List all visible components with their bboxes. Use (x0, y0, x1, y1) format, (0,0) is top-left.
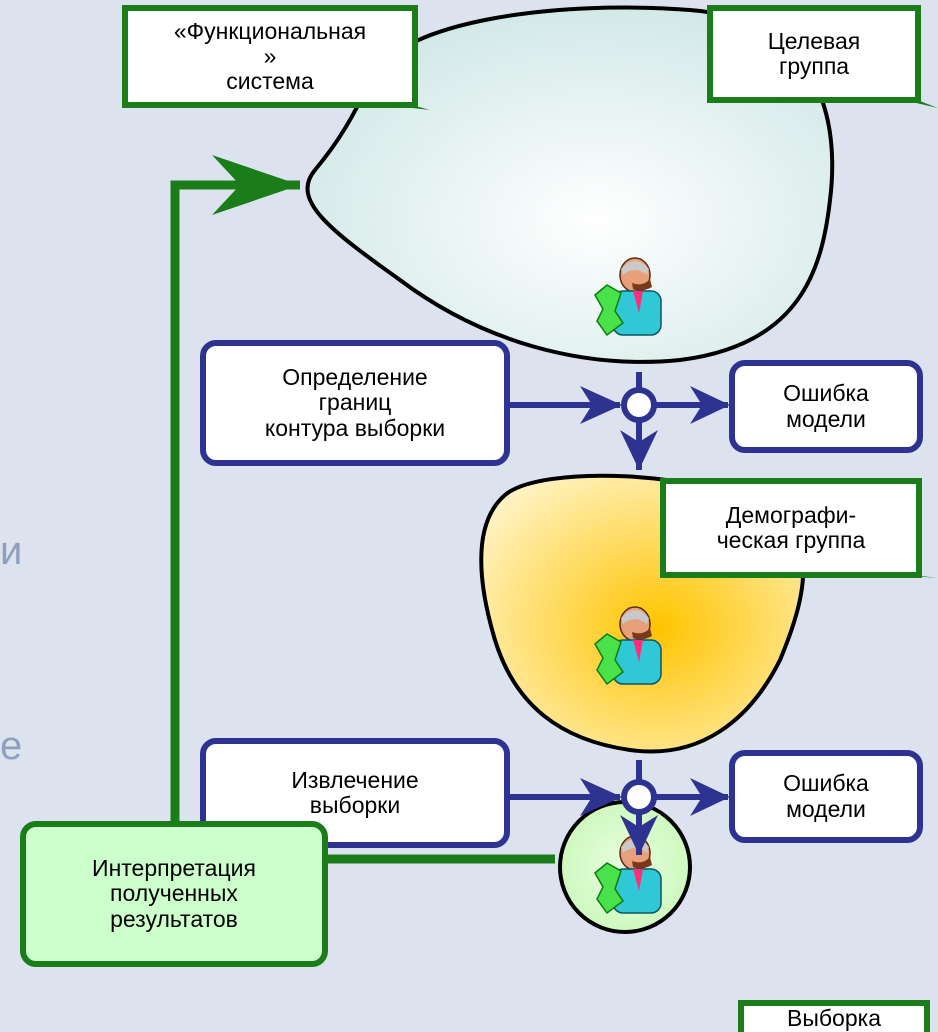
callout-target-group: Целевая группа (707, 5, 921, 103)
feedback-arrowhead (212, 155, 300, 215)
flow-arrowhead-down-2 (620, 815, 658, 855)
define-boundaries-box: Определение границ контура выборки (200, 340, 510, 466)
flow-arrowhead-right-1 (580, 386, 622, 424)
background-letter-2: е (0, 724, 22, 768)
flow-arrowhead-down-1 (620, 430, 658, 470)
flow-junction-1 (621, 387, 657, 423)
flow-arrowhead-right-2 (690, 386, 730, 424)
model-error-box-2: Ошибка модели (729, 750, 923, 843)
flow-arrowhead-right-3 (580, 778, 622, 816)
callout-sample: Выборка (738, 1000, 930, 1032)
callout-functional-system: «Функциональная » система (122, 5, 418, 108)
flow-junction-2 (621, 779, 657, 815)
target-group-blob (305, 5, 835, 364)
interpretation-box: Интерпретация полученных результатов (20, 821, 328, 967)
background-letter-1: и (0, 529, 22, 573)
callout-demographic-group: Демографи- ческая группа (660, 478, 922, 578)
flow-arrowhead-right-4 (690, 778, 730, 816)
model-error-box-1: Ошибка модели (729, 360, 923, 453)
